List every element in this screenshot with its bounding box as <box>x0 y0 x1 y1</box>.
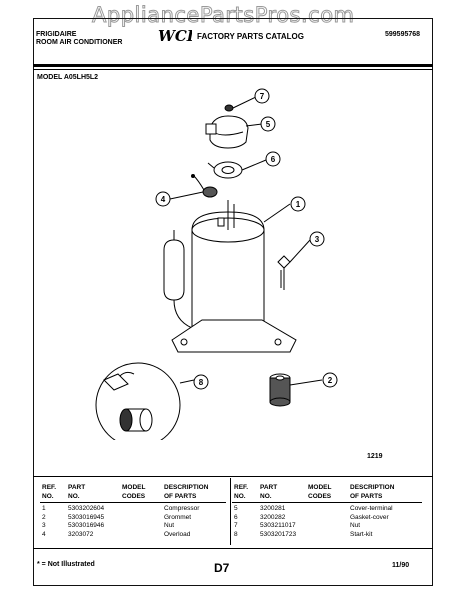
svg-text:4: 4 <box>161 195 166 204</box>
start-kit-part-8 <box>95 362 181 440</box>
compressor-part-1 <box>163 200 297 353</box>
nut-part-7 <box>224 104 234 112</box>
callout-4: 4 <box>155 191 171 207</box>
exploded-parts-diagram: 7 5 6 4 1 3 8 2 <box>95 88 338 440</box>
callout-6: 6 <box>265 151 281 167</box>
header-ref: REF.NO. <box>42 484 57 500</box>
model-label: MODEL A05LH5L2 <box>37 74 99 81</box>
product-line: ROOM AIR CONDITIONER <box>36 39 123 46</box>
table-bottom-rule <box>33 548 433 549</box>
not-illustrated-note: * = Not Illustrated <box>37 561 95 568</box>
callout-7: 7 <box>254 88 270 104</box>
svg-text:6: 6 <box>271 155 276 164</box>
callout-5: 5 <box>260 116 276 132</box>
callout-2: 2 <box>322 372 338 388</box>
header-rule-thin <box>33 69 433 70</box>
brand-block: FRIGIDAIRE ROOM AIR CONDITIONER <box>36 31 122 47</box>
svg-text:8: 8 <box>199 378 204 387</box>
gasket-part-6 <box>207 161 243 179</box>
callout-3: 3 <box>309 231 325 247</box>
revision-date: 11/90 <box>392 562 410 569</box>
svg-text:2: 2 <box>328 376 333 385</box>
terminal-cover-part-5 <box>205 115 249 149</box>
document-number: 599595768 <box>385 31 421 38</box>
catalog-title: FACTORY PARTS CATALOG <box>197 32 304 41</box>
svg-text:WCI: WCI <box>158 28 192 44</box>
svg-text:5: 5 <box>266 120 271 129</box>
svg-text:3: 3 <box>315 235 320 244</box>
table-top-rule <box>33 476 433 477</box>
wci-logo: WCI <box>158 28 192 44</box>
header-ref: REF.NO. <box>234 484 249 500</box>
brand-name: FRIGIDAIRE <box>36 31 77 38</box>
svg-text:7: 7 <box>260 92 265 101</box>
svg-text:1: 1 <box>296 200 301 209</box>
page-number: D7 <box>214 561 230 575</box>
figure-number: 1219 <box>367 453 383 460</box>
watermark-text: AppliancePartsPros.com <box>92 3 355 28</box>
grommet-part-2 <box>269 373 291 407</box>
callout-8: 8 <box>193 374 209 390</box>
overload-part-4 <box>191 174 218 198</box>
table-divider <box>230 478 231 545</box>
page-frame <box>33 18 433 586</box>
callout-1: 1 <box>290 196 306 212</box>
nut-part-3 <box>277 255 291 290</box>
header-rule-thick <box>33 64 433 67</box>
